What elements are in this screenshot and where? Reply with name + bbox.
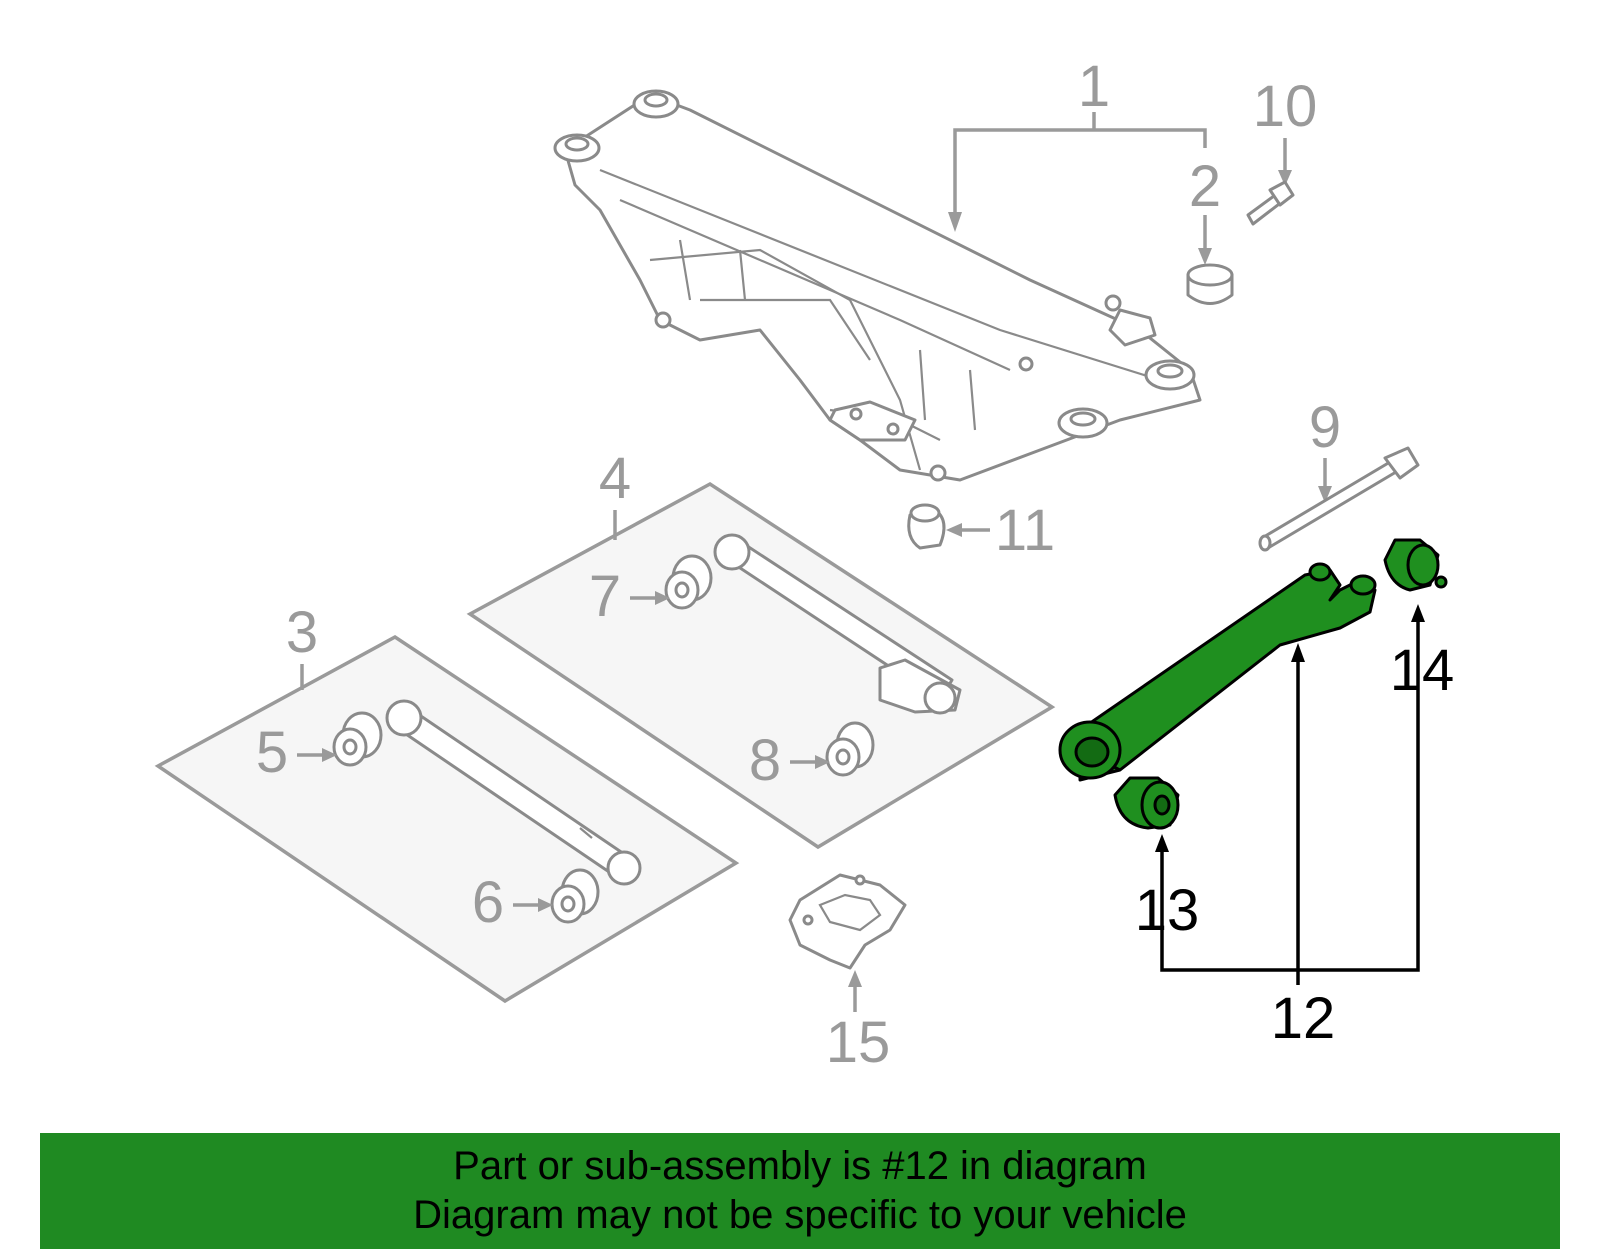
- callout-13-arrowhead: [1155, 834, 1169, 852]
- callout-15-arrowhead: [848, 970, 862, 987]
- plug-part-11: [907, 503, 946, 550]
- callout-13: 13: [1135, 878, 1200, 943]
- callout-12-arrowhead: [1291, 643, 1305, 662]
- bushing-part-14: [1383, 538, 1448, 592]
- bushing-part-5: [332, 711, 383, 767]
- callout-10-arrowhead: [1278, 170, 1292, 186]
- callout-7: 7: [589, 564, 621, 629]
- bolt-part-10: [1246, 180, 1295, 226]
- callout-11: 11: [995, 498, 1055, 563]
- bushing-part-6: [550, 868, 600, 924]
- bushing-part-13: [1113, 776, 1180, 830]
- trailing-arm-part-12: [1058, 562, 1377, 782]
- callout-9-arrowhead: [1318, 486, 1332, 503]
- callout-8: 8: [749, 728, 781, 793]
- callout-6: 6: [472, 870, 504, 935]
- bushing-part-7: [664, 554, 713, 610]
- callout-8-arrowhead: [815, 755, 830, 769]
- callout-10: 10: [1253, 74, 1318, 139]
- banner-line-1: Part or sub-assembly is #12 in diagram: [453, 1144, 1147, 1188]
- lateral-link-part-3: [385, 699, 642, 886]
- callout-12-bracket: [1160, 620, 1420, 972]
- callout-7-arrowhead: [655, 591, 670, 605]
- subframe-crossmember: [553, 89, 1202, 482]
- callout-1: 1: [1078, 54, 1110, 119]
- callout-3: 3: [286, 600, 318, 665]
- kit-panel-4: [466, 481, 1056, 850]
- callout-15: 15: [826, 1010, 891, 1075]
- callout-5: 5: [256, 720, 288, 785]
- grommet-part-2: [1186, 263, 1234, 305]
- callout-11-arrowhead: [946, 523, 962, 537]
- callout-5-arrowhead: [322, 748, 337, 762]
- callout-1-arrowhead: [948, 212, 962, 232]
- callout-9: 9: [1309, 395, 1341, 460]
- bolt-part-9: [1258, 446, 1420, 552]
- bracket-part-15: [788, 873, 907, 970]
- lateral-link-part-4: [713, 533, 962, 715]
- bushing-part-8: [825, 721, 875, 777]
- callout-1-bracket: [953, 128, 1207, 220]
- callout-14: 14: [1390, 638, 1455, 703]
- banner-line-2: Diagram may not be specific to your vehi…: [413, 1193, 1187, 1237]
- info-banner: Part or sub-assembly is #12 in diagram D…: [40, 1133, 1560, 1249]
- callout-12: 12: [1271, 986, 1336, 1051]
- callout-2-arrowhead: [1198, 248, 1212, 265]
- callout-14-arrowhead: [1411, 604, 1425, 622]
- callout-2: 2: [1189, 154, 1221, 219]
- parts-diagram: 1 2 10 11 9 4: [154, 54, 1455, 1075]
- callout-6-arrowhead: [538, 898, 553, 912]
- callout-4: 4: [599, 446, 631, 511]
